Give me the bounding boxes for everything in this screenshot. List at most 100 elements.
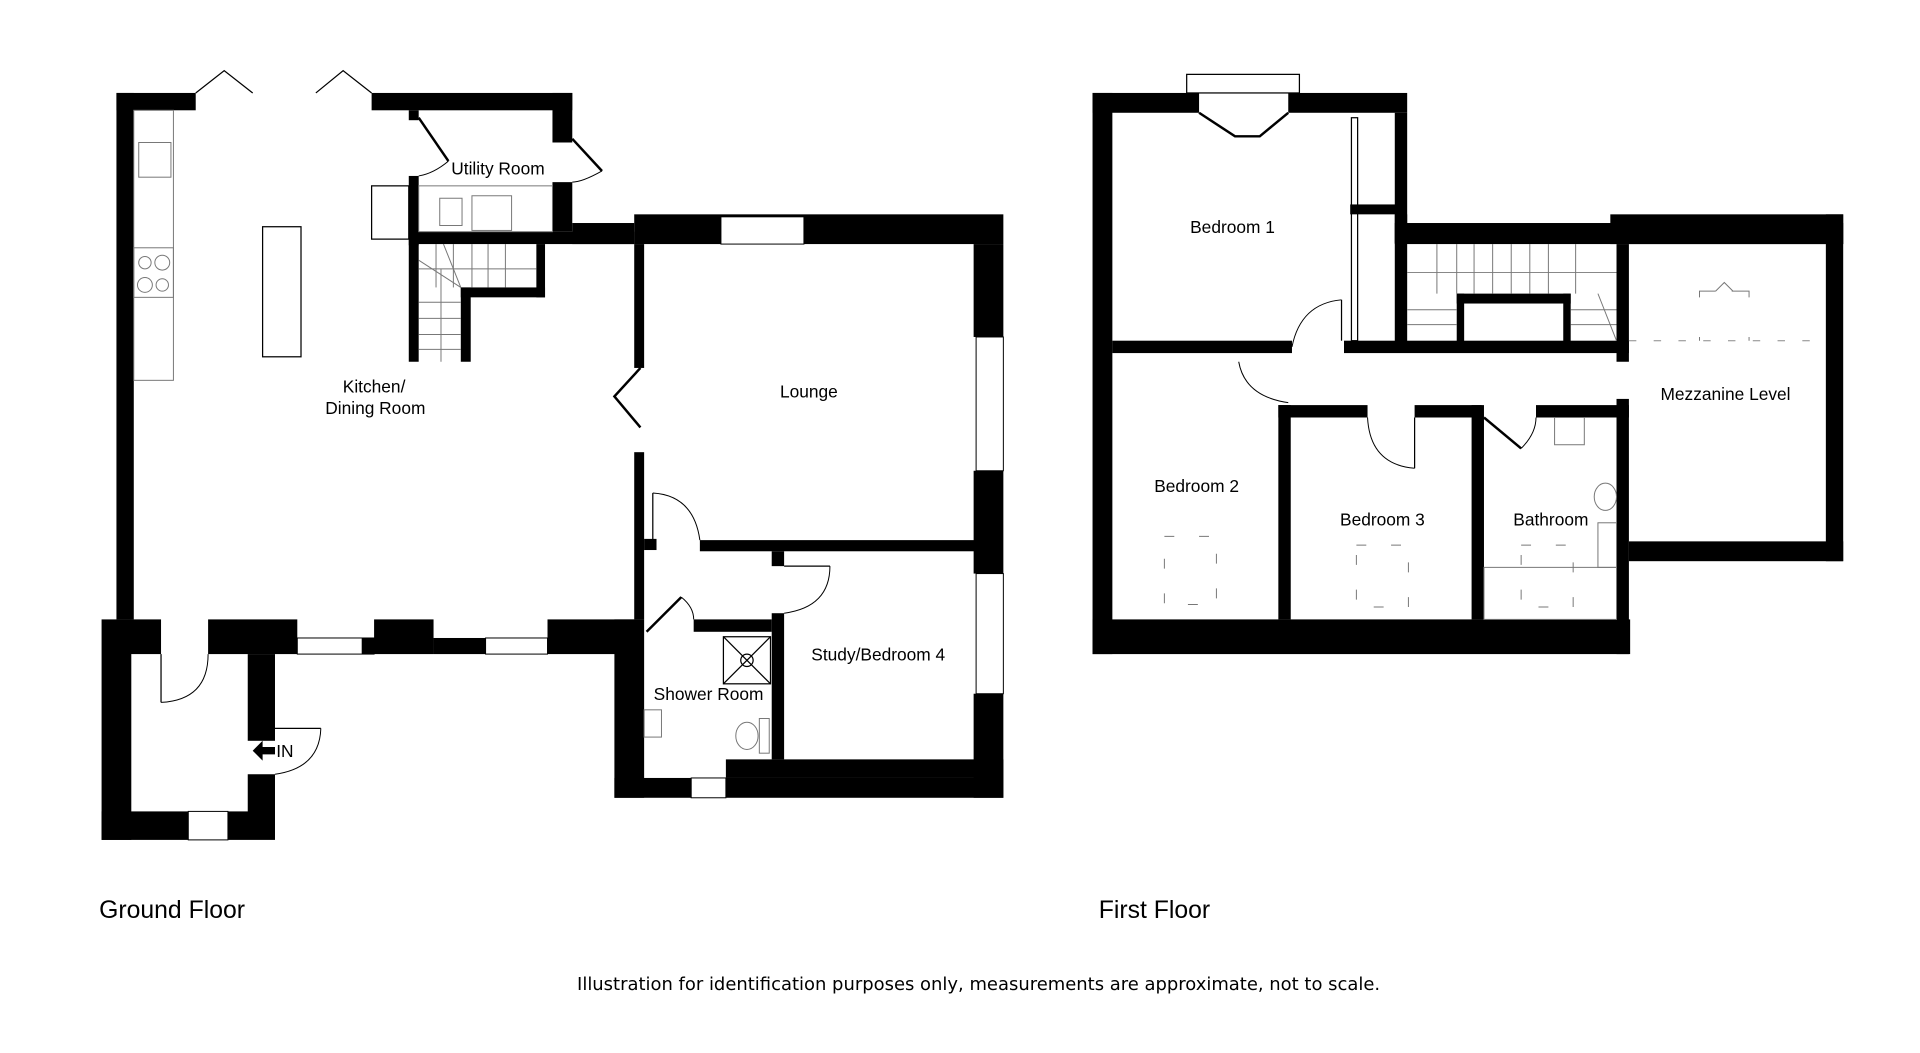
wall <box>1350 204 1400 215</box>
hob-icon <box>133 247 174 298</box>
door-swing-icon <box>161 654 209 703</box>
basin-icon <box>643 709 662 738</box>
toilet-icon <box>735 721 759 750</box>
wall <box>433 637 486 655</box>
skylight-icon <box>1699 281 1750 341</box>
staircase-icon <box>1407 244 1617 341</box>
wall <box>644 538 657 551</box>
utility-counter <box>418 185 553 233</box>
wall <box>1092 619 1631 655</box>
wall <box>1628 541 1844 562</box>
wall <box>771 613 785 760</box>
entrance-label: IN <box>276 741 293 761</box>
window <box>485 637 549 655</box>
door-icon <box>417 117 450 162</box>
wall <box>116 92 196 111</box>
room-label-bedroom2: Bedroom 2 <box>1154 476 1239 496</box>
wall <box>1414 405 1482 418</box>
wall <box>1112 340 1292 354</box>
wall <box>208 619 298 655</box>
wall <box>1563 293 1571 344</box>
wall <box>552 182 573 232</box>
door-swing-icon <box>1291 299 1342 347</box>
sink-icon <box>471 195 513 231</box>
wall <box>1092 92 1113 655</box>
wall <box>552 92 573 143</box>
wall <box>1278 405 1291 620</box>
wall <box>1536 405 1629 418</box>
window <box>187 810 229 841</box>
door-swing-icon <box>1238 361 1289 404</box>
room-label-lounge: Lounge <box>780 382 838 402</box>
basin-icon <box>1554 416 1585 446</box>
wall <box>101 619 132 840</box>
room-label-shower: Shower Room <box>654 684 764 704</box>
wall <box>460 287 471 362</box>
wall <box>634 452 645 620</box>
staircase-icon <box>418 243 537 362</box>
cupboard <box>370 185 410 240</box>
wall <box>1288 92 1408 113</box>
window <box>720 216 805 245</box>
wall <box>1394 214 1408 351</box>
kitchen-counter <box>133 109 174 381</box>
wall <box>408 244 419 362</box>
bifold-door-icon <box>315 69 372 94</box>
wall <box>116 92 134 620</box>
bathtub-icon <box>1483 566 1618 620</box>
shower-tray-icon <box>722 636 772 685</box>
wall <box>973 244 1004 337</box>
wall <box>634 244 645 368</box>
door-swing-icon <box>274 728 322 775</box>
wall <box>1616 244 1629 362</box>
door-swing-icon <box>418 160 449 177</box>
room-label-bedroom3: Bedroom 3 <box>1340 509 1425 529</box>
first-floor-plan <box>1092 73 1844 655</box>
door-swing-icon <box>572 170 603 183</box>
first-floor-title: First Floor <box>1099 897 1210 924</box>
double-door-icon <box>612 367 642 429</box>
door-icon <box>1483 416 1522 450</box>
wall <box>614 777 1004 798</box>
skylight-icon <box>1163 535 1217 606</box>
room-label-kitchen: Kitchen/ <box>343 377 406 397</box>
room-label-mezzanine: Mezzanine Level <box>1660 384 1790 404</box>
door-icon <box>571 137 603 172</box>
wall <box>572 223 635 245</box>
dormer-window <box>1186 73 1301 94</box>
ground-floor-plan <box>101 69 1004 841</box>
room-label-bathroom: Bathroom <box>1513 509 1588 529</box>
wall <box>699 540 977 552</box>
wall <box>1456 293 1465 344</box>
wall <box>371 92 573 111</box>
wall <box>1278 405 1368 418</box>
room-label-bedroom1: Bedroom 1 <box>1190 217 1275 237</box>
wall <box>634 214 1004 245</box>
wall <box>408 110 419 121</box>
room-label-dining: Dining Room <box>325 398 425 418</box>
wall <box>1616 398 1629 655</box>
wall <box>1456 293 1571 304</box>
door-swing-icon <box>680 596 695 620</box>
wall <box>1610 214 1844 245</box>
room-label-study: Study/Bedroom 4 <box>811 644 945 664</box>
toilet-icon <box>1593 482 1618 511</box>
window <box>690 777 727 799</box>
skylight-icon <box>1520 544 1574 608</box>
wall <box>1471 405 1484 620</box>
window <box>975 336 1004 472</box>
ground-floor-title: Ground Floor <box>99 897 245 924</box>
wall <box>247 774 275 837</box>
door-swing-icon <box>1520 417 1537 449</box>
door-icon <box>645 596 683 633</box>
room-label-utility: Utility Room <box>451 159 544 179</box>
wall <box>1344 340 1629 354</box>
skylight-icon <box>1355 544 1409 608</box>
disclaimer-text: Illustration for identification purposes… <box>577 974 1380 995</box>
wardrobe-sliding-door <box>1350 117 1359 342</box>
wall <box>247 654 275 741</box>
drainer-icon <box>439 197 463 226</box>
door-swing-icon <box>784 566 831 614</box>
french-door-icon <box>1198 111 1290 138</box>
